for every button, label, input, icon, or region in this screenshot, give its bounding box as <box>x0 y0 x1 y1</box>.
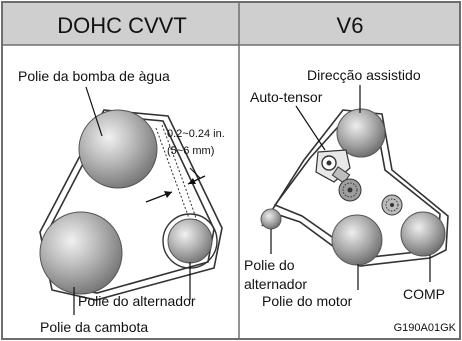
right-alternator-label-line2: alternador <box>244 276 307 292</box>
deflection-mm: (5~6 mm) <box>167 145 214 157</box>
deflection-arrowhead-2 <box>188 178 196 184</box>
water-pump-pulley-label: Polie da bomba de àgua <box>18 68 170 84</box>
header-bar <box>3 3 459 45</box>
right-belt-layout: Direcção assistido Auto-tensor Polie do … <box>244 67 457 334</box>
right-panel-title: V6 <box>337 13 364 38</box>
power-steering-pulley <box>336 108 386 158</box>
figure-code: G190A01GK <box>394 322 457 334</box>
comp-label: COMP <box>403 286 445 302</box>
auto-tensioner-label: Auto-tensor <box>250 89 323 105</box>
auto-tensioner <box>315 149 351 184</box>
alternator-pulley-label: Polie do alternador <box>78 293 196 309</box>
right-alternator-pulley <box>260 208 282 230</box>
deflection-leader <box>189 167 201 179</box>
deflection-arrowhead <box>164 191 172 198</box>
left-panel-title: DOHC CVVT <box>57 13 187 38</box>
comp-pulley <box>400 211 446 257</box>
right-alternator-label-line1: Polie do <box>244 257 295 273</box>
alternator-pulley <box>167 218 213 264</box>
water-pump-leader <box>85 86 103 137</box>
power-steering-label: Direcção assistido <box>307 67 421 83</box>
left-belt-layout: Polie da bomba de àgua 0.2~0.24 in. (5~6… <box>18 68 225 335</box>
motor-pulley <box>331 214 383 266</box>
auto-tensioner-leader <box>295 105 326 151</box>
crankshaft-pulley <box>39 211 123 295</box>
crankshaft-pulley-label: Polie da cambota <box>40 319 148 335</box>
motor-pulley-label: Polie do motor <box>262 293 353 309</box>
water-pump-pulley <box>78 109 158 189</box>
deflection-inches: 0.2~0.24 in. <box>167 128 225 140</box>
